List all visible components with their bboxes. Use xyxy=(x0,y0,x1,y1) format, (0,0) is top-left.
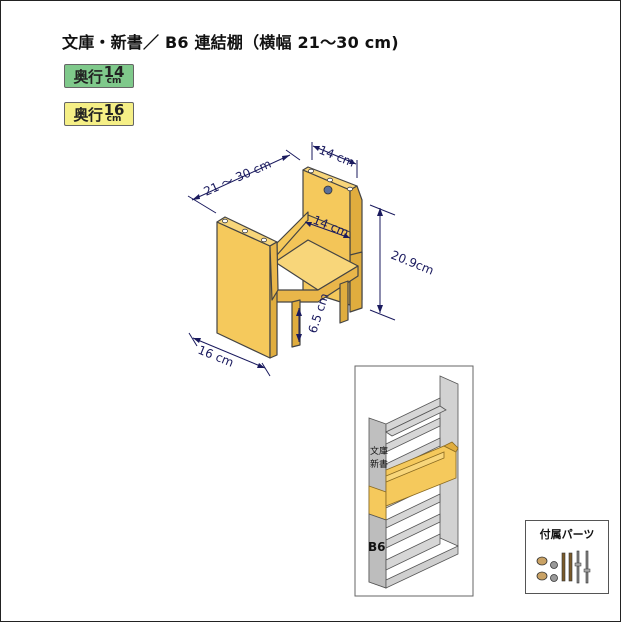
bolt-icon xyxy=(585,550,589,584)
nut-icon xyxy=(536,571,548,581)
badge-label: 奥行 xyxy=(73,67,104,86)
shelf-unit xyxy=(216,166,363,359)
badge-number: 14 xyxy=(103,63,125,82)
dimension-arrows xyxy=(192,146,383,368)
badge-number: 16 xyxy=(103,101,125,120)
parts-illustration xyxy=(536,550,591,584)
dowel-holes xyxy=(221,168,353,243)
badge-unit: cm xyxy=(106,76,122,87)
included-parts-box: 付属パーツ xyxy=(525,520,609,594)
washer-icon xyxy=(550,561,558,569)
stack-preview: 文庫 新書 B6 xyxy=(354,365,474,597)
depth-dimension-label: 16 cm xyxy=(196,343,236,370)
bolt-icon xyxy=(576,550,580,584)
preview-label-shinsho: 新書 xyxy=(370,458,388,470)
preview-label-bunko: 文庫 xyxy=(370,445,388,457)
front-panel-edge xyxy=(269,241,279,301)
front-leg-2 xyxy=(339,280,349,324)
nut-icon xyxy=(536,556,548,566)
badge-unit: cm xyxy=(106,114,122,125)
back-leg xyxy=(349,251,363,313)
depth-16cm-badge: 奥行 16 cm xyxy=(64,102,134,126)
washer-icon xyxy=(550,574,558,582)
preview-label-b6: B6 xyxy=(368,540,386,554)
height-dimension-label: 20.9cm xyxy=(389,248,436,278)
dowel-icon xyxy=(561,552,566,582)
top-depth-dimension-label: 14 cm xyxy=(317,143,357,170)
width-dimension-label: 21 ～ 30 cm xyxy=(202,157,274,199)
page-title: 文庫・新書／ B6 連結棚（横幅 21～30 cm) xyxy=(62,33,399,52)
dowel-icon xyxy=(568,552,573,582)
depth-14cm-badge: 奥行 14 cm xyxy=(64,64,134,88)
included-parts-title: 付属パーツ xyxy=(539,528,595,541)
dimension-lines xyxy=(187,142,396,377)
badge-label: 奥行 xyxy=(73,105,104,124)
